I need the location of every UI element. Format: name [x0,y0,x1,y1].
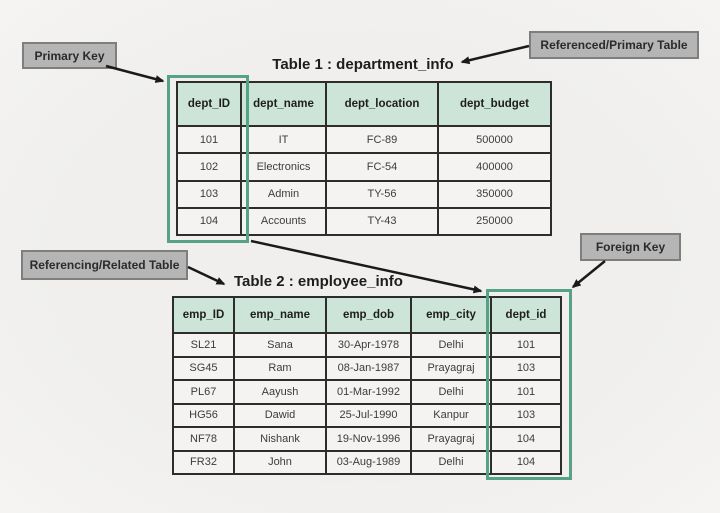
table-cell: PL67 [172,379,235,405]
column-header-dept_budget: dept_budget [437,81,552,127]
table-cell: 500000 [437,124,552,155]
table-cell: 104 [490,426,562,452]
table-cell: FC-89 [325,124,439,155]
primary-key-label-text: Primary Key [34,48,105,63]
table-cell: IT [240,124,327,155]
column-header-dept_id: dept_id [490,296,562,334]
table-cell: 350000 [437,179,552,209]
referencing-related-table-label: Referencing/Related Table [21,250,188,280]
table-cell: 01-Mar-1992 [325,379,412,405]
table-cell: FC-54 [325,152,439,182]
column-header-emp_ID: emp_ID [172,296,235,334]
referenced-primary-table-label: Referenced/Primary Table [529,31,699,59]
foreign-key-arrow [571,260,606,288]
column-header-emp_dob: emp_dob [325,296,412,334]
table-cell: Admin [240,179,327,209]
referenced-primary-table-label-text: Referenced/Primary Table [540,38,688,52]
table-cell: TY-43 [325,206,439,237]
table-cell: 102 [176,152,242,182]
table-cell: 08-Jan-1987 [325,355,412,381]
table-cell: 400000 [437,152,552,182]
table-cell: NF78 [172,426,235,452]
table-cell: 104 [490,449,562,475]
table-cell: 101 [490,379,562,405]
column-header-dept_name: dept_name [240,81,327,127]
table-cell: SL21 [172,332,235,358]
table-cell: 19-Nov-1996 [325,426,412,452]
table-cell: HG56 [172,402,235,428]
table-cell: Delhi [410,379,492,405]
referencing-table-arrow [187,265,226,286]
referencing-related-table-label-text: Referencing/Related Table [29,258,180,272]
table-cell: Sana [233,332,327,358]
column-header-dept_location: dept_location [325,81,439,127]
table-cell: Nishank [233,426,327,452]
column-header-emp_city: emp_city [410,296,492,334]
table-cell: 250000 [437,206,552,237]
table-cell: Prayagraj [410,426,492,452]
foreign-key-column-highlight [486,289,572,480]
table-cell: Delhi [410,449,492,475]
table-cell: John [233,449,327,475]
table-cell: TY-56 [325,179,439,209]
table-cell: Aayush [233,379,327,405]
table1-title: Table 1 : department_info [272,56,454,73]
table-cell: Delhi [410,332,492,358]
table-cell: Kanpur [410,402,492,428]
table-cell: Electronics [240,152,327,182]
foreign-key-label-text: Foreign Key [595,240,666,254]
column-header-emp_name: emp_name [233,296,327,334]
table-cell: SG45 [172,355,235,381]
foreign-key-label: Foreign Key [580,233,681,261]
table-cell: Ram [233,355,327,381]
table-cell: FR32 [172,449,235,475]
table-cell: 30-Apr-1978 [325,332,412,358]
table-cell: 03-Aug-1989 [325,449,412,475]
table-cell: 103 [176,179,242,209]
table-cell: Dawid [233,402,327,428]
table-cell: Accounts [240,206,327,237]
table-cell: 25-Jul-1990 [325,402,412,428]
primary-key-column-highlight [167,75,249,243]
table-cell: 101 [176,124,242,155]
primary-key-label: Primary Key [22,42,117,69]
table-cell: 104 [176,206,242,237]
table-cell: 101 [490,332,562,358]
column-header-dept_ID: dept_ID [176,81,242,127]
table2-title: Table 2 : employee_info [234,273,403,290]
table-cell: Prayagraj [410,355,492,381]
